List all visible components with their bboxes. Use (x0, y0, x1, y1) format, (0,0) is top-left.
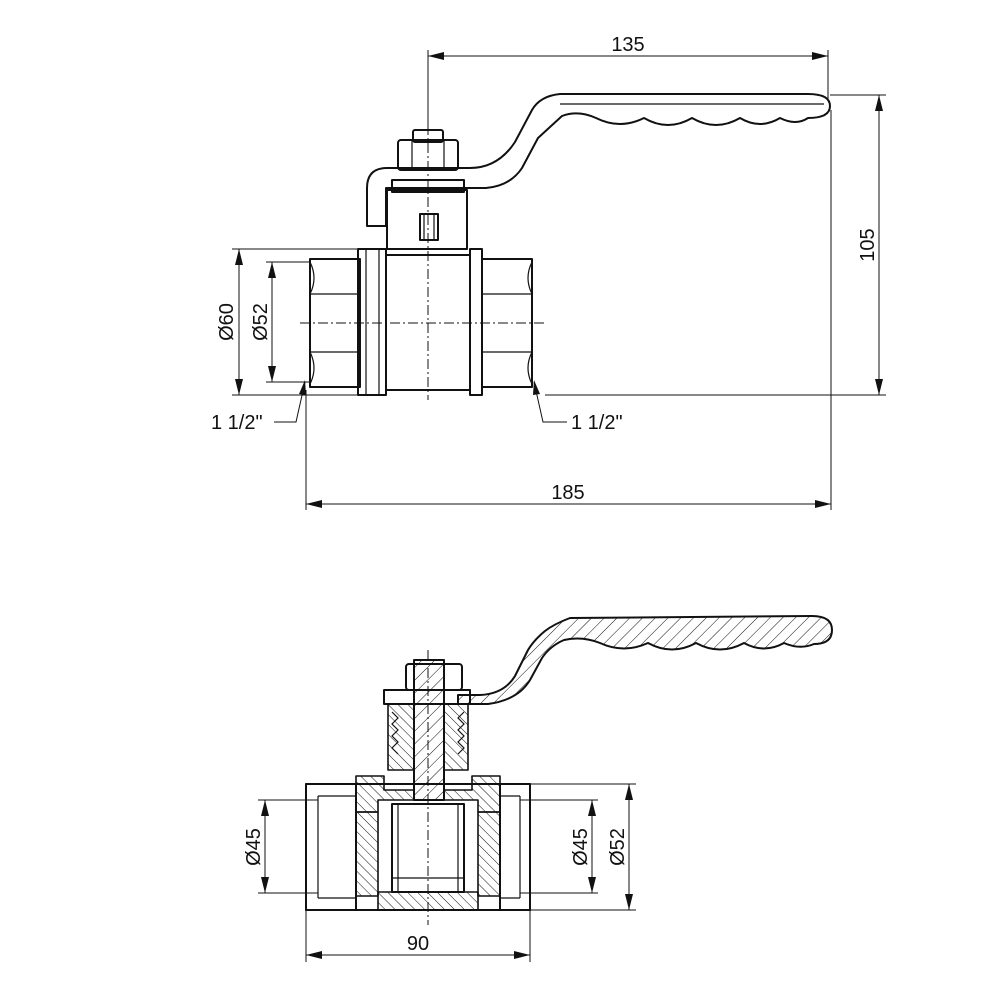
dim-text-o52: Ø52 (250, 303, 272, 341)
seat-left (355, 811, 379, 897)
stem-window (419, 213, 439, 241)
dim-outer-right: Ø52 (530, 783, 636, 911)
dim-handle-length: 135 (427, 34, 829, 135)
left-flange (357, 248, 387, 396)
thread-label-left: 1 1/2" (211, 412, 263, 434)
dim-bore-right: Ø45 (520, 799, 598, 894)
seat-right (477, 811, 501, 897)
thread-leader-right: 1 1/2" (533, 380, 623, 434)
right-flange (469, 248, 483, 396)
handle-section (457, 615, 833, 705)
gland-left (387, 703, 415, 771)
left-hex-nut (309, 258, 361, 388)
dim-text-90: 90 (407, 933, 429, 955)
dim-height: 105 (545, 94, 886, 396)
dim-text-185: 185 (551, 482, 584, 504)
section-view: Ø45 Ø45 Ø52 90 (243, 615, 833, 962)
dim-text-o45-left: Ø45 (243, 828, 265, 866)
dim-text-o52-right: Ø52 (607, 828, 629, 866)
dim-thread-diameter: Ø52 (250, 261, 310, 383)
thread-leader-left: 1 1/2" (211, 380, 306, 434)
dim-text-o60: Ø60 (216, 303, 238, 341)
collar-right (443, 775, 501, 813)
thread-label-right: 1 1/2" (571, 412, 623, 434)
dim-outer-diameter: Ø60 (216, 248, 358, 396)
dim-text-o45-right: Ø45 (570, 828, 592, 866)
collar-left (355, 775, 415, 813)
handle-lever (366, 93, 831, 227)
dim-bore-left: Ø45 (243, 799, 318, 894)
exterior-view: 135 105 Ø60 Ø52 (211, 34, 886, 510)
dim-body-length: 90 (305, 910, 531, 962)
gland-right (443, 703, 469, 771)
dim-text-105: 105 (857, 228, 879, 261)
dim-text-135: 135 (611, 34, 644, 56)
stem-section (413, 659, 445, 801)
dim-overall-length: 185 (305, 110, 832, 510)
